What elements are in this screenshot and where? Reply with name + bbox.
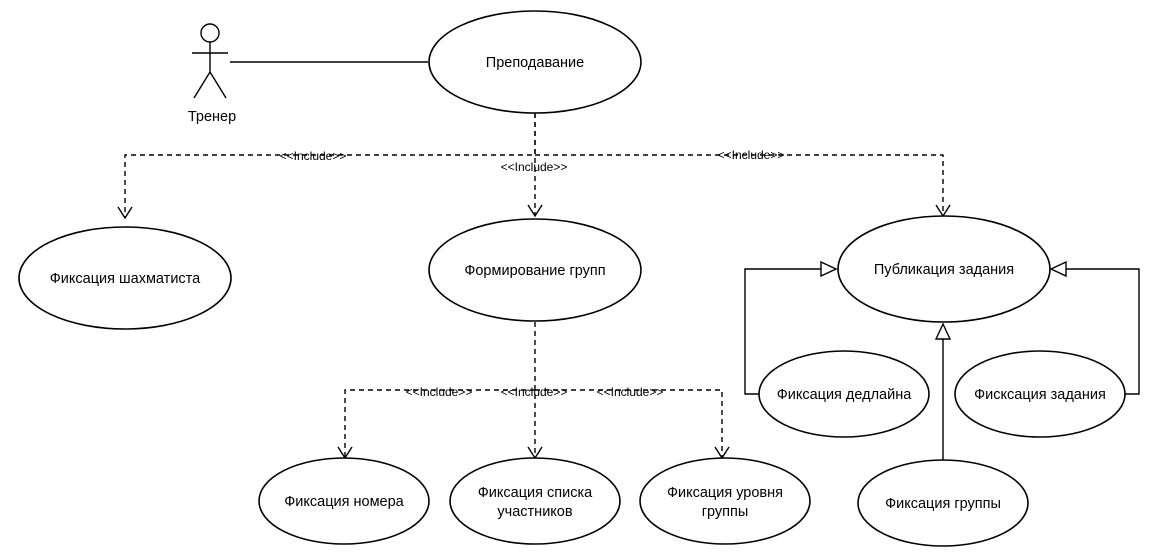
- use-case-label-line-1: Фиксация уровня: [667, 485, 783, 501]
- use-case-publish-task[interactable]: Публикация задания: [837, 215, 1051, 323]
- use-case-label: Преподавание: [486, 55, 584, 71]
- include-label-fix-participants: <<Include>>: [501, 385, 568, 399]
- include-label-register-player: <<Include>>: [280, 149, 347, 163]
- use-case-teaching[interactable]: Преподавание: [428, 10, 642, 114]
- use-case-label: Фиксация группы: [885, 496, 1001, 512]
- use-case-label: Фиксация шахматиста: [50, 271, 201, 287]
- use-case-label: Фиксация дедлайна: [777, 387, 913, 403]
- include-arrow-fix-level: [535, 389, 723, 458]
- use-case-fix-number[interactable]: Фиксация номера: [258, 457, 430, 545]
- include-label-fix-number: <<Include>>: [406, 385, 473, 399]
- include-arrow-fix-number: [344, 389, 535, 458]
- actor-right-leg: [209, 71, 227, 99]
- arrowhead-triangle: [934, 322, 952, 340]
- include-label-form-groups: <<Include>>: [501, 160, 568, 174]
- include-arrow-publish-task: [535, 154, 944, 216]
- use-case-fix-group[interactable]: Фиксация группы: [857, 459, 1029, 547]
- actor-trainer[interactable]: Тренер: [188, 23, 236, 125]
- actor-head: [200, 23, 220, 43]
- use-case-fix-level[interactable]: Фиксация уровня группы: [639, 457, 811, 545]
- use-case-label-line-2: группы: [702, 504, 749, 520]
- arrowhead-triangle: [1049, 260, 1067, 278]
- use-case-label-line-2: участников: [497, 504, 572, 520]
- generalization-fix-deadline: [744, 268, 821, 395]
- use-case-register-player[interactable]: Фиксация шахматиста: [18, 226, 232, 330]
- use-case-fix-deadline[interactable]: Фиксация дедлайна: [758, 350, 930, 438]
- arrowhead-open: [117, 206, 133, 220]
- arrowhead-open: [527, 204, 543, 218]
- use-case-label: Публикация задания: [874, 262, 1014, 278]
- include-arrow-register-player: [124, 113, 536, 218]
- use-case-fix-participants[interactable]: Фиксация списка участников: [449, 457, 621, 545]
- include-label-fix-level: <<Include>>: [597, 385, 664, 399]
- actor-left-leg: [193, 71, 211, 99]
- use-case-fix-task[interactable]: Фисксация задания: [954, 350, 1126, 438]
- use-case-label-line-1: Фиксация списка: [478, 485, 593, 501]
- actor-name: Тренер: [188, 109, 236, 125]
- use-case-label: Формирование групп: [464, 263, 605, 279]
- include-label-publish-task: <<Include>>: [718, 148, 785, 162]
- use-case-form-groups[interactable]: Формирование групп: [428, 218, 642, 322]
- generalization-fix-task: [1066, 268, 1140, 395]
- use-case-label: Фиксация номера: [284, 494, 404, 510]
- use-case-label: Фисксация задания: [974, 387, 1106, 403]
- arrowhead-triangle: [820, 260, 838, 278]
